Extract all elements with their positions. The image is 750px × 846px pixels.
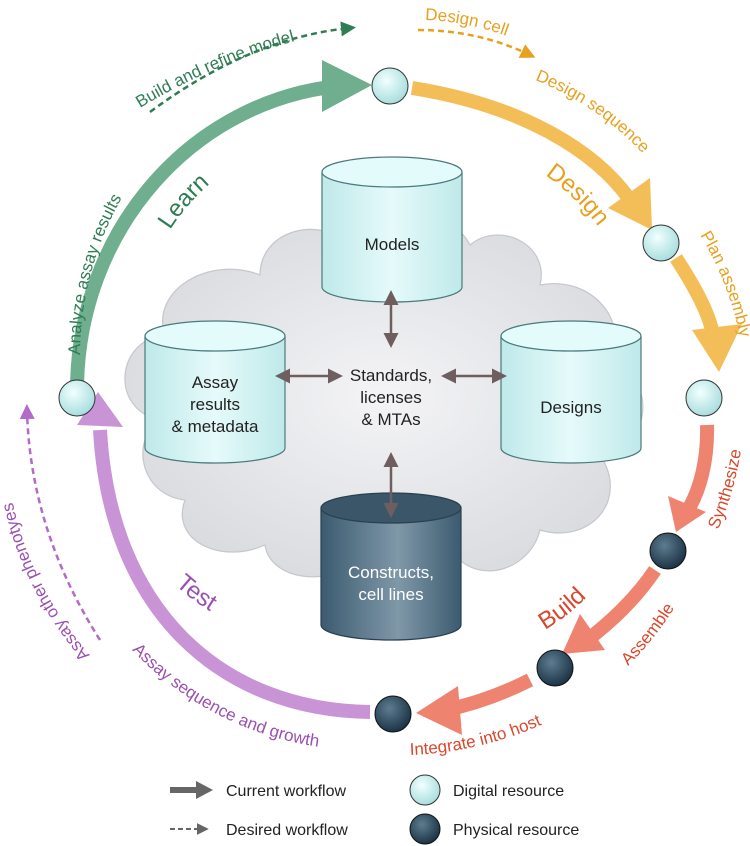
designs-database <box>500 320 642 464</box>
legend-current-workflow-label: Current workflow <box>226 783 346 800</box>
assay-label-line1: Assay <box>192 373 239 392</box>
digital-resource-node-plan <box>685 379 723 417</box>
digital-resource-node-top <box>371 67 409 105</box>
legend-physical-resource: Physical resource <box>409 813 579 845</box>
test-arc <box>77 392 371 719</box>
svg-text:Assay other phenotyes: Assay other phenotyes <box>0 501 93 665</box>
digital-resource-node-design <box>642 224 680 262</box>
test-phase-label: Test <box>171 569 222 617</box>
design-arc-lower <box>670 254 742 372</box>
build-arc-synthesize <box>668 424 715 532</box>
assay-other-phenotypes-label: Assay other phenotyes <box>0 501 93 665</box>
legend-digital-resource-label: Digital resource <box>453 783 564 800</box>
assay-label-line2: results <box>190 395 240 414</box>
legend-physical-resource-label: Physical resource <box>453 822 579 839</box>
legend-digital-icon <box>409 774 441 806</box>
assay-results-database <box>144 320 286 464</box>
center-label-line1: Standards, <box>350 366 432 385</box>
dashed-arrow-other-phenotypes <box>19 404 102 641</box>
svg-text:Design sequence: Design sequence <box>533 66 653 156</box>
physical-resource-node-host <box>374 695 412 733</box>
legend-desired-workflow: Desired workflow <box>170 822 348 839</box>
assay-label-line3: & metadata <box>172 417 259 436</box>
build-arc-assemble <box>562 566 661 654</box>
models-label: Models <box>365 235 420 254</box>
design-sequence-label: Design sequence <box>533 66 653 156</box>
models-database <box>321 156 463 303</box>
legend-digital-resource: Digital resource <box>409 774 564 806</box>
legend: Current workflow Desired workflow Digita… <box>170 774 579 845</box>
legend-current-workflow: Current workflow <box>170 781 346 800</box>
center-label-line3: & MTAs <box>361 410 420 429</box>
build-arc-integrate <box>416 673 534 735</box>
legend-physical-icon <box>409 813 441 845</box>
legend-desired-workflow-label: Desired workflow <box>226 822 348 839</box>
dashed-arrow-build-model <box>149 21 356 114</box>
designs-label: Designs <box>540 398 601 417</box>
center-label-line2: licenses <box>360 388 421 407</box>
constructs-label-line1: Constructs, <box>348 563 434 582</box>
design-arc-upper <box>410 81 652 230</box>
constructs-label-line2: cell lines <box>358 585 423 604</box>
physical-resource-node-assemble <box>536 649 574 687</box>
learn-arc <box>69 60 372 396</box>
physical-resource-node-synth <box>649 532 687 570</box>
digital-resource-node-learn <box>58 379 96 417</box>
svg-text:Test: Test <box>171 569 222 617</box>
dashed-arrow-design-cell <box>417 28 536 58</box>
